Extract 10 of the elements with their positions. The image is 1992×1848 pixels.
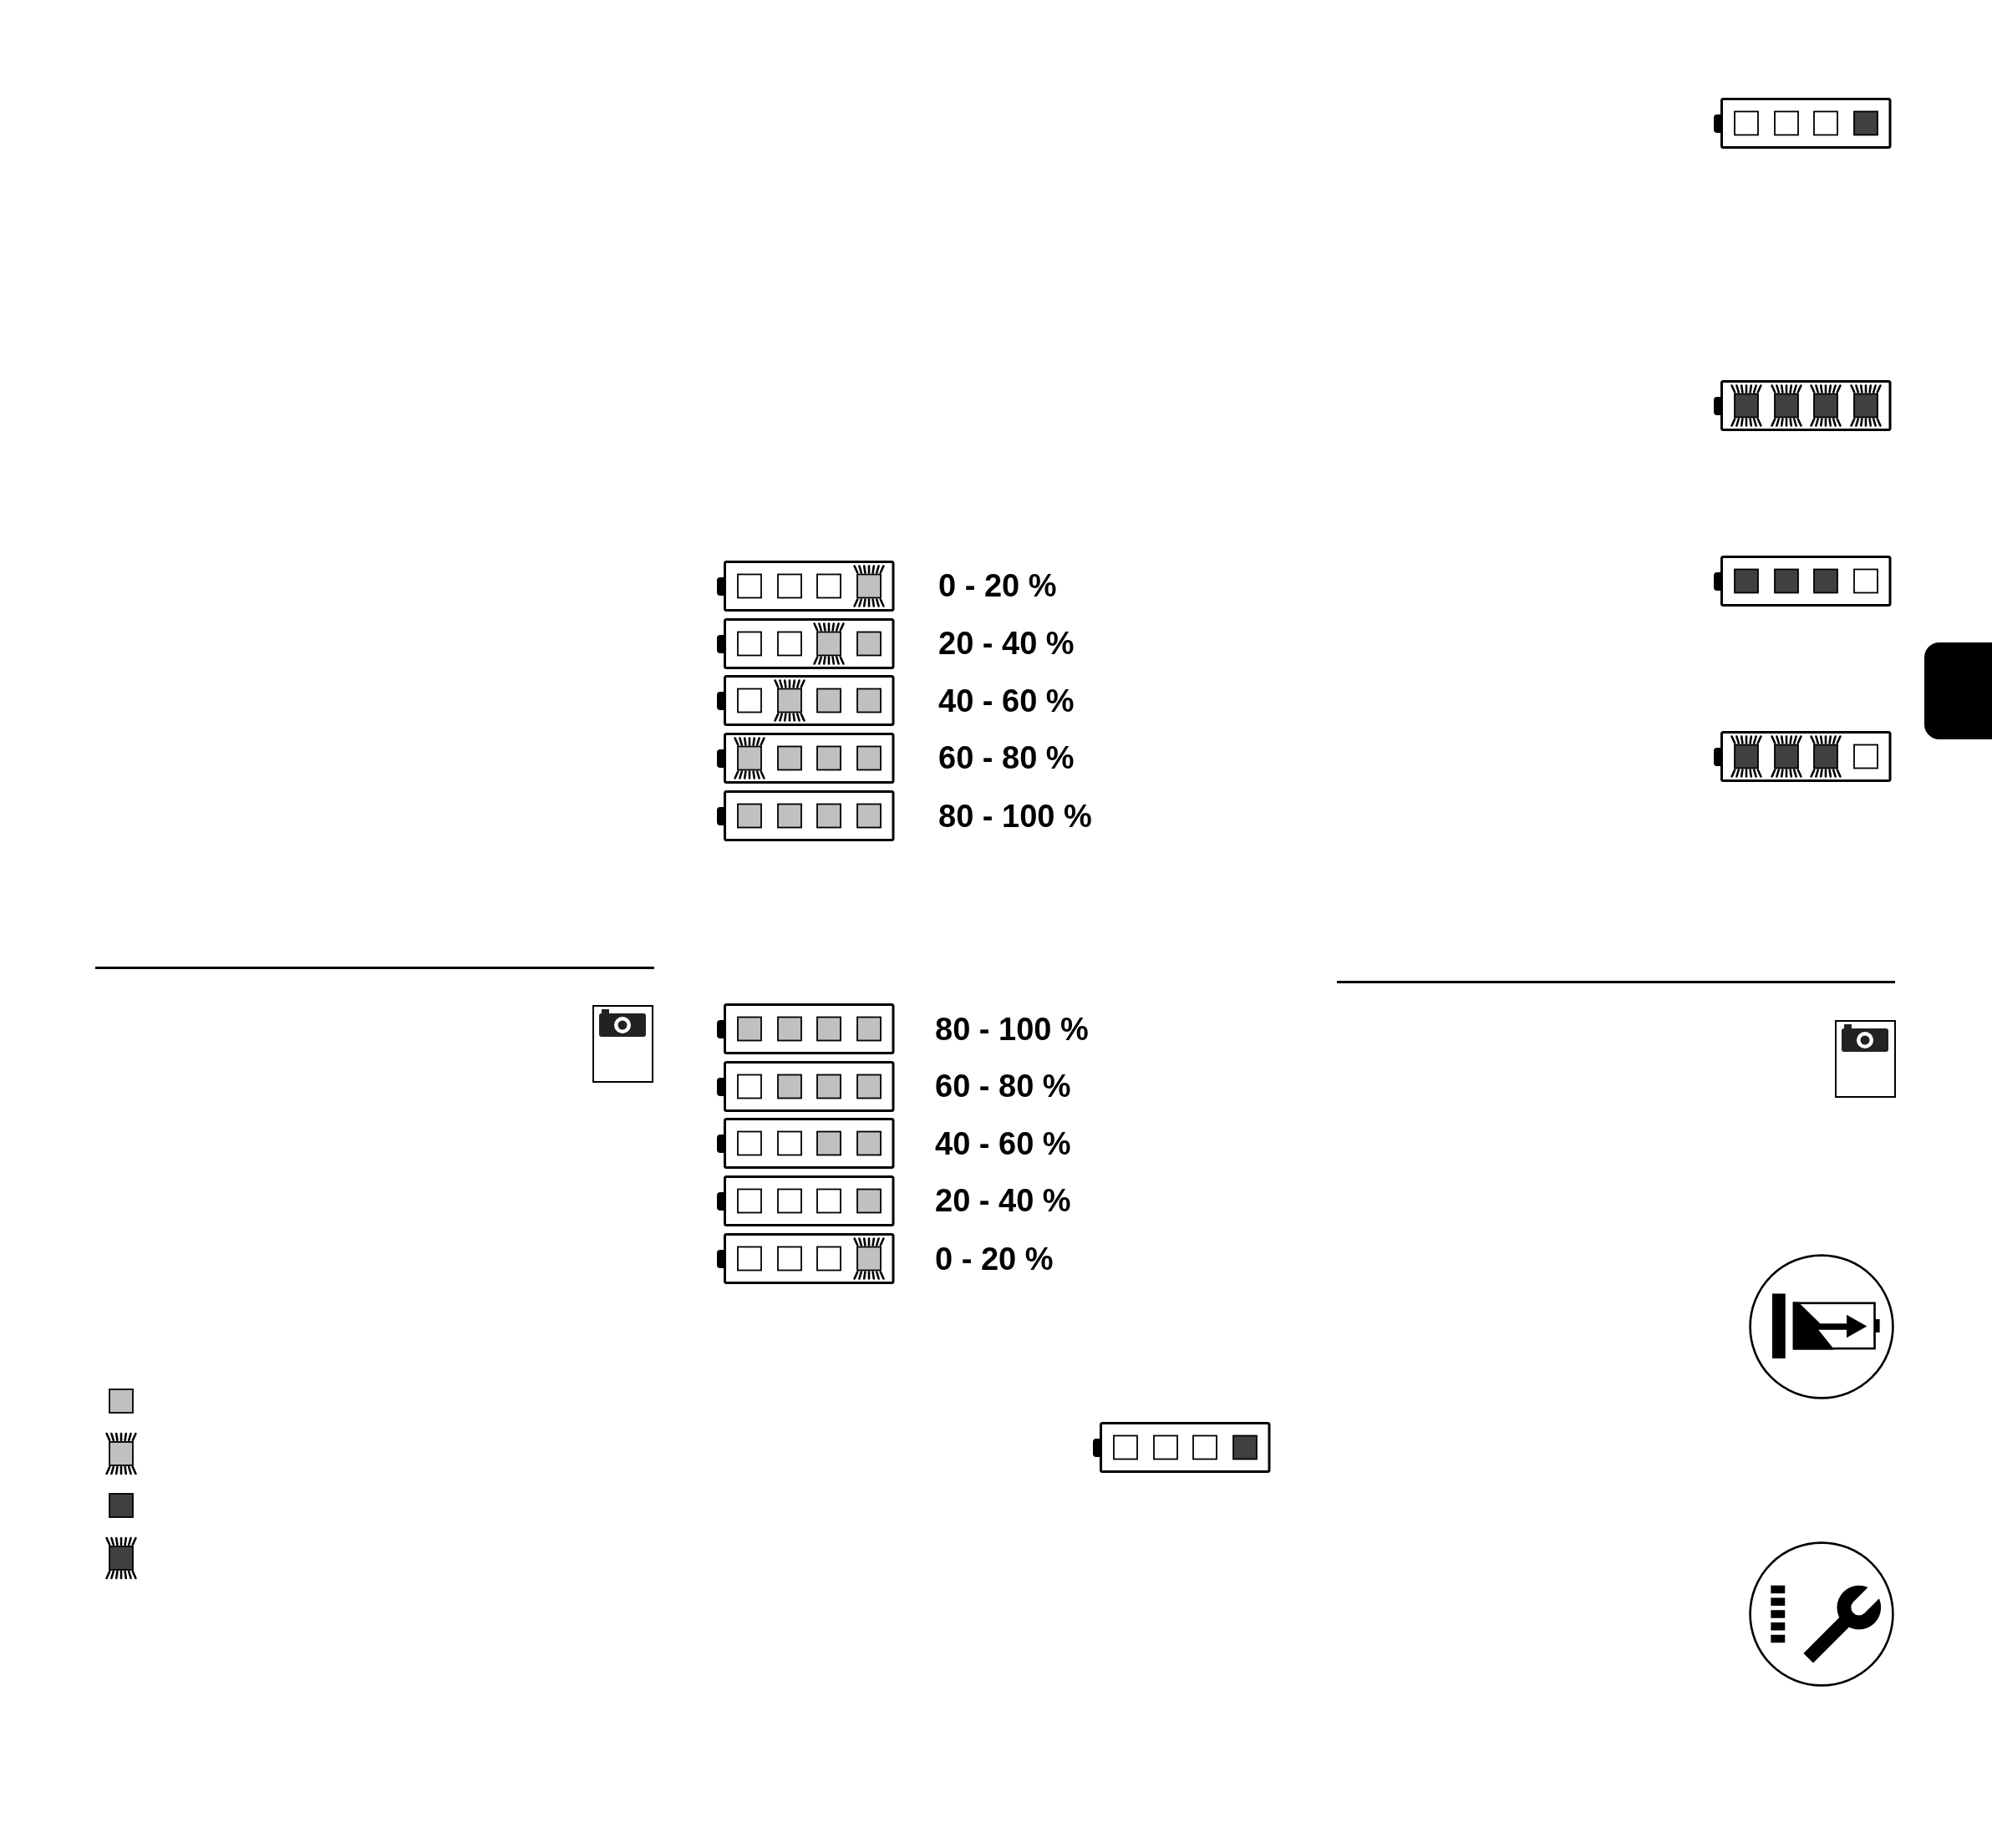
charge-range-label: 40 - 60 % [935, 1126, 1071, 1161]
charge-range-label: 80 - 100 % [935, 1012, 1089, 1047]
charge-range-label: 20 - 40 % [938, 626, 1075, 661]
charge-range-label: 20 - 40 % [935, 1183, 1071, 1218]
charge-range-label: 60 - 80 % [935, 1069, 1071, 1104]
charge-range-label: 0 - 20 % [935, 1241, 1054, 1277]
charge-range-label: 0 - 20 % [938, 568, 1057, 603]
charge-range-label: 60 - 80 % [938, 740, 1075, 775]
charge-range-label: 80 - 100 % [938, 799, 1092, 834]
charge-range-label: 40 - 60 % [938, 683, 1075, 718]
